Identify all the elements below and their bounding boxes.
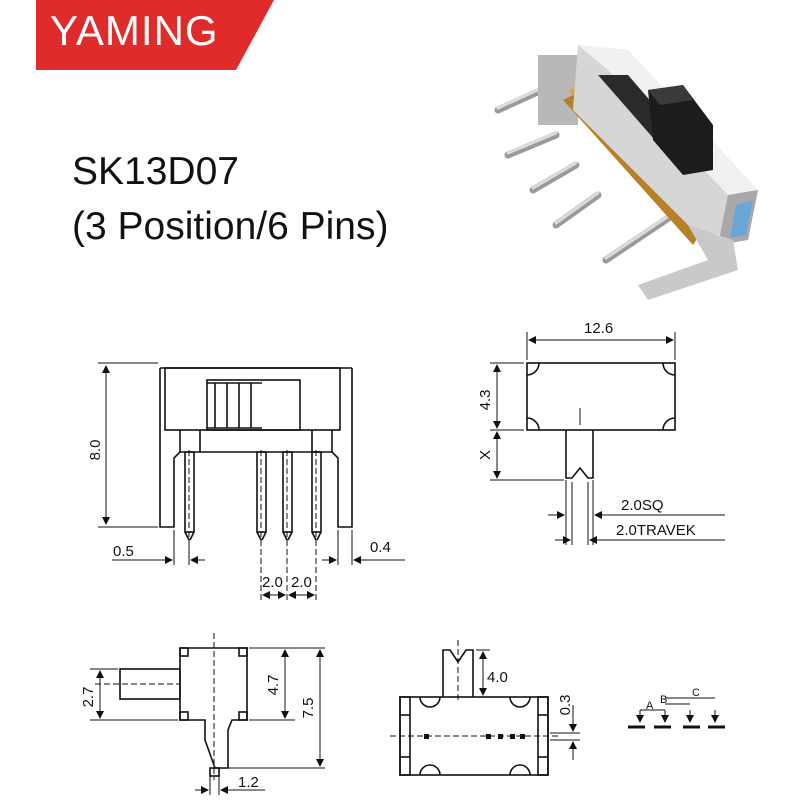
dim-side-body-height: 4.7: [265, 675, 282, 696]
position-diagram: [628, 697, 725, 729]
product-model: SK13D07: [72, 150, 239, 193]
dim-front-pin-thickness: 0.4: [370, 539, 391, 556]
brand-banner: YAMING: [36, 0, 274, 70]
dim-top-depth: 4.3: [477, 390, 494, 411]
position-label-b: B: [660, 694, 667, 706]
dim-pin-pitch-1: 2.0: [262, 574, 283, 591]
side-view-drawing: [90, 633, 325, 795]
top-view-drawing: [490, 332, 725, 545]
position-label-a: A: [646, 700, 654, 712]
dim-front-height: 8.0: [87, 440, 104, 461]
product-description: (3 Position/6 Pins): [72, 205, 389, 248]
dim-front-pin-offset: 0.5: [113, 543, 134, 560]
dim-side-pin-width: 1.2: [238, 774, 259, 791]
switch-product-photo: [494, 45, 758, 300]
dim-side-lever-height: 2.7: [80, 687, 97, 708]
brand-banner-shape: [36, 0, 274, 70]
brand-name: YAMING: [50, 7, 219, 54]
dim-pin-pitch-2: 2.0: [291, 574, 312, 591]
dim-lever-length: X: [477, 450, 494, 460]
dim-bottom-pin-offset: 0.3: [557, 695, 574, 716]
bottom-view-drawing: [390, 640, 580, 776]
dim-top-width: 12.6: [584, 320, 613, 337]
front-view-drawing: [98, 362, 405, 600]
position-label-c: C: [692, 687, 700, 699]
dim-lever-travel: 2.0TRAVEK: [616, 522, 696, 539]
dim-lever-size: 2.0SQ: [621, 497, 664, 514]
dim-side-total-height: 7.5: [300, 698, 317, 719]
dim-bottom-lever-height: 4.0: [487, 669, 508, 686]
